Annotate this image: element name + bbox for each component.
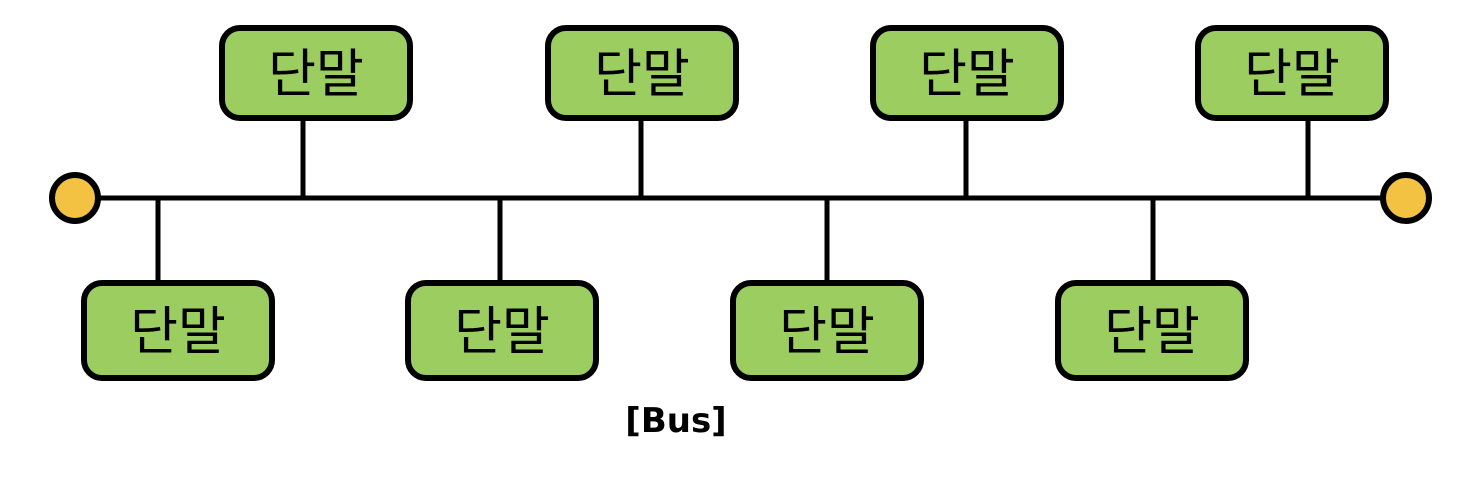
terminal-node-bottom-label-1: 단말 — [130, 303, 226, 363]
terminal-node-bottom-label-4: 단말 — [1104, 303, 1200, 363]
terminator-left — [49, 172, 101, 224]
terminal-node-bottom-3[interactable]: 단말 — [730, 280, 924, 381]
terminal-node-bottom-box-3[interactable] — [730, 280, 924, 381]
terminal-node-bottom-label-2: 단말 — [454, 303, 550, 363]
terminal-node-top-label-3: 단말 — [919, 45, 1015, 105]
terminal-node-top-1[interactable]: 단말 — [219, 25, 413, 121]
drop-lines-bottom — [155, 198, 1156, 283]
diagram-caption: [Bus] — [625, 401, 726, 441]
terminal-nodes-top-row: 단말 단말 단말 단말 — [219, 25, 1389, 121]
terminal-node-top-label-2: 단말 — [594, 45, 690, 105]
terminal-node-top-4[interactable]: 단말 — [1195, 25, 1389, 121]
terminal-node-top-box-4[interactable] — [1195, 25, 1389, 121]
terminal-node-bottom-1[interactable]: 단말 — [81, 280, 275, 381]
terminal-node-top-label-4: 단말 — [1244, 45, 1340, 105]
terminal-node-bottom-label-3: 단말 — [779, 303, 875, 363]
drop-lines-top — [300, 118, 1311, 198]
terminal-node-bottom-2[interactable]: 단말 — [405, 280, 599, 381]
terminal-node-bottom-box-1[interactable] — [81, 280, 275, 381]
terminal-node-bottom-box-2[interactable] — [405, 280, 599, 381]
terminal-node-top-box-1[interactable] — [219, 25, 413, 121]
terminator-right — [1380, 172, 1432, 224]
terminal-node-top-box-2[interactable] — [545, 25, 739, 121]
terminal-node-top-box-3[interactable] — [870, 25, 1064, 121]
terminal-node-top-3[interactable]: 단말 — [870, 25, 1064, 121]
terminal-node-top-label-1: 단말 — [268, 45, 364, 105]
terminal-node-bottom-box-4[interactable] — [1055, 280, 1249, 381]
terminal-node-top-2[interactable]: 단말 — [545, 25, 739, 121]
terminal-nodes-bottom-row: 단말 단말 단말 단말 — [81, 280, 1249, 381]
bus-terminators — [49, 172, 1432, 224]
terminal-node-bottom-4[interactable]: 단말 — [1055, 280, 1249, 381]
